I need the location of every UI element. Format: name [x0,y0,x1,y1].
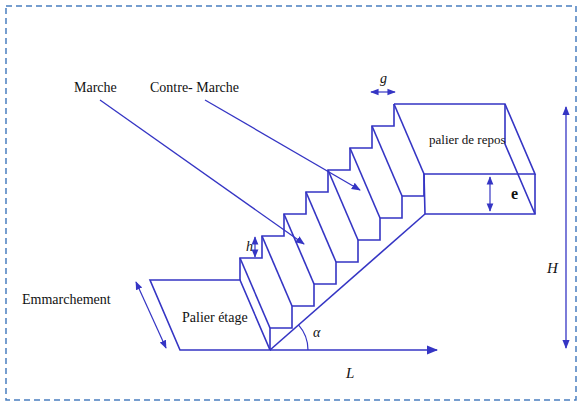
going-arrow [371,91,395,92]
leader-line [205,100,360,190]
part-name: Contre- Marche [150,80,239,95]
length-arrow [270,349,437,351]
step-nosing [394,104,424,174]
step-nosing [284,214,314,284]
rise-arrow [254,237,255,257]
leader-line [100,100,304,244]
height-arrow [565,107,566,348]
landing-floor [150,280,270,350]
part-name: Palier étage [182,310,248,325]
steps-front [270,174,424,350]
step-nosing [306,192,336,262]
dimension-symbol: L [346,365,354,382]
dimension-symbol: H [547,260,558,277]
dimension-symbol: h [246,239,253,254]
dimension-symbol: e [511,185,518,203]
step-nosings [240,104,424,328]
angle-symbol: α [313,325,320,340]
step-nosing [262,236,292,306]
width-arrow [136,282,166,348]
landing-slab [424,174,535,214]
landing-side [505,104,535,214]
steps-back [240,104,394,280]
part-name: Marche [74,80,117,95]
step-nosing [350,148,380,218]
slab-underside [270,214,425,350]
part-name: Emmarchement [22,292,111,307]
frame [6,6,576,400]
angle-arc [299,325,309,350]
thickness-arrow [489,177,490,211]
part-name: palier de repos [429,133,506,147]
step-nosing [372,126,402,196]
dimension-symbol: g [380,71,387,86]
